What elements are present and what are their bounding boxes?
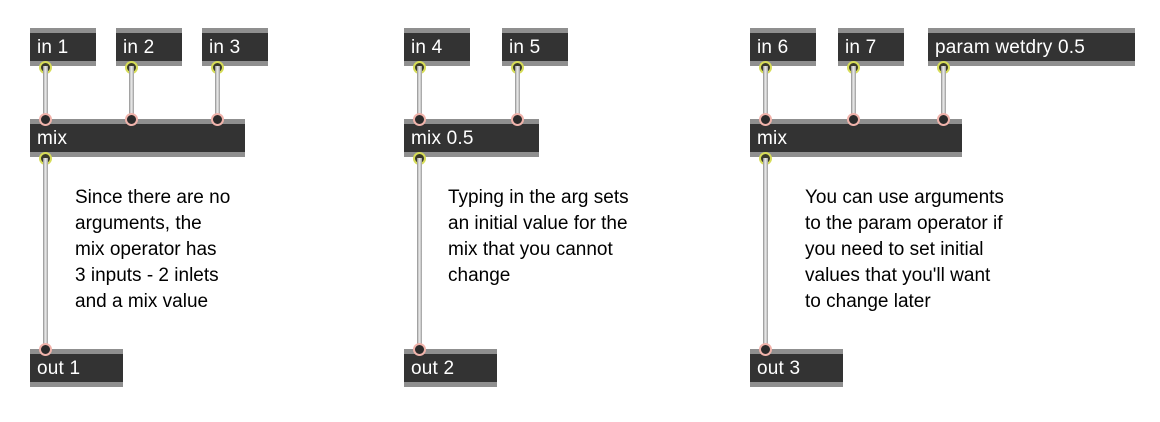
input-port-mix-3-b[interactable] [847, 113, 860, 126]
node-label: out 3 [757, 357, 801, 379]
node-label: param wetdry 0.5 [935, 36, 1085, 58]
node-label: mix [37, 127, 68, 149]
node-body: in 5 [502, 33, 568, 61]
node-body: param wetdry 0.5 [928, 33, 1135, 61]
node-body: in 7 [838, 33, 904, 61]
node-body: out 2 [404, 354, 497, 382]
node-label: in 6 [757, 36, 789, 58]
node-label: in 7 [845, 36, 877, 58]
annotation-column-2: Typing in the arg sets an initial value … [448, 187, 629, 286]
wire-in1-to-mix [43, 66, 48, 118]
input-port-mix-2-b[interactable] [511, 113, 524, 126]
input-port-out-3[interactable] [759, 343, 772, 356]
node-mix-1[interactable]: mix [30, 119, 245, 157]
node-out-1[interactable]: out 1 [30, 349, 123, 387]
node-label: in 5 [509, 36, 541, 58]
node-label: out 1 [37, 357, 81, 379]
node-label: in 2 [123, 36, 155, 58]
annotation-column-1: Since there are no arguments, the mix op… [75, 187, 231, 312]
node-body: in 3 [202, 33, 268, 61]
node-label: in 4 [411, 36, 443, 58]
wire-mix3-to-out3 [763, 158, 768, 350]
node-body: out 1 [30, 354, 123, 382]
input-port-out-2[interactable] [413, 343, 426, 356]
node-label: mix 0.5 [411, 127, 474, 149]
wire-in7-to-mix [851, 66, 856, 118]
wire-in4-to-mix [417, 66, 422, 118]
wire-in2-to-mix [129, 66, 134, 118]
node-body: in 4 [404, 33, 470, 61]
node-body: mix [30, 124, 245, 152]
node-in-7[interactable]: in 7 [838, 28, 904, 66]
node-in-3[interactable]: in 3 [202, 28, 268, 66]
annotation-column-3: You can use arguments to the param opera… [805, 187, 1004, 312]
node-label: in 3 [209, 36, 241, 58]
node-mix-2[interactable]: mix 0.5 [404, 119, 539, 157]
node-label: in 1 [37, 36, 69, 58]
node-body: mix 0.5 [404, 124, 539, 152]
wire-param-to-mix [941, 66, 946, 118]
node-param-wetdry[interactable]: param wetdry 0.5 [928, 28, 1135, 66]
input-port-mix-1-a[interactable] [39, 113, 52, 126]
input-port-mix-2-a[interactable] [413, 113, 426, 126]
wire-mix1-to-out1 [43, 158, 48, 350]
node-in-2[interactable]: in 2 [116, 28, 182, 66]
node-out-2[interactable]: out 2 [404, 349, 497, 387]
input-port-out-1[interactable] [39, 343, 52, 356]
node-label: out 2 [411, 357, 455, 379]
node-label: mix [757, 127, 788, 149]
wire-in3-to-mix [215, 66, 220, 118]
node-body: in 6 [750, 33, 816, 61]
node-in-1[interactable]: in 1 [30, 28, 96, 66]
node-in-6[interactable]: in 6 [750, 28, 816, 66]
input-port-mix-1-b[interactable] [125, 113, 138, 126]
input-port-mix-3-a[interactable] [759, 113, 772, 126]
node-body: in 2 [116, 33, 182, 61]
node-body: mix [750, 124, 962, 152]
input-port-mix-1-c[interactable] [211, 113, 224, 126]
wire-in5-to-mix [515, 66, 520, 118]
input-port-mix-3-c[interactable] [937, 113, 950, 126]
node-in-5[interactable]: in 5 [502, 28, 568, 66]
node-body: out 3 [750, 354, 843, 382]
wire-mix2-to-out2 [417, 158, 422, 350]
node-body: in 1 [30, 33, 96, 61]
node-in-4[interactable]: in 4 [404, 28, 470, 66]
wire-in6-to-mix [763, 66, 768, 118]
